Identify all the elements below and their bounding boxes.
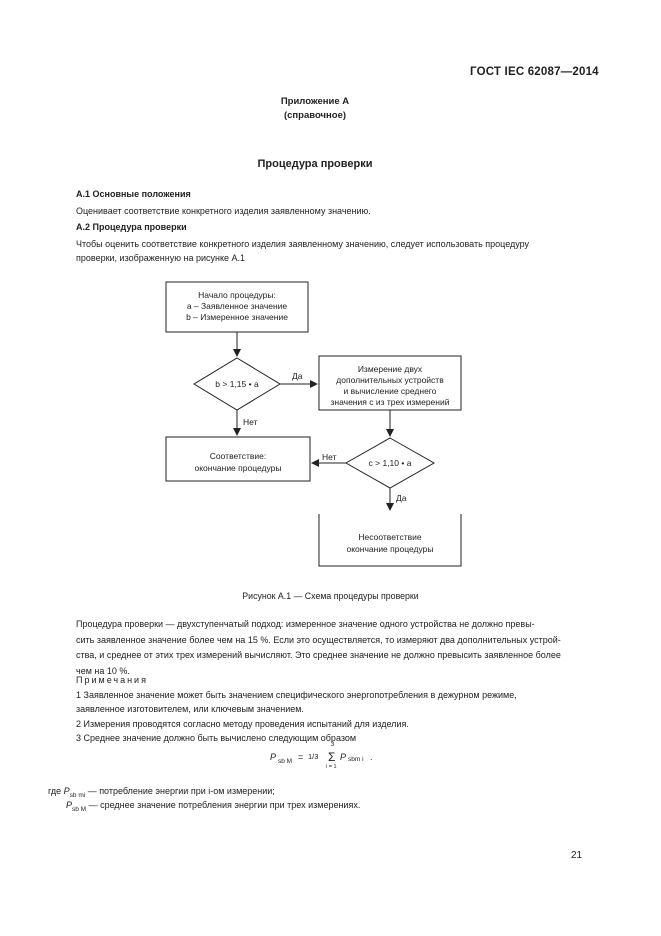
note1-line1: 1 Заявленное значение может быть значени… (76, 689, 517, 700)
where-text1: — потребление энергии при i-ом измерении… (85, 786, 275, 796)
body-line1: Процедура проверки — двухступенчатый под… (76, 619, 535, 629)
noncomply-line1: Несоответствие (358, 532, 421, 542)
formula-lhs-sub: sb M (278, 758, 293, 765)
no1-label: Нет (243, 417, 258, 427)
page-title: Процедура проверки (257, 158, 373, 170)
measure-line4: значения с из трех измерений (331, 397, 450, 407)
formula-rhs-sub: sbm i (348, 756, 364, 763)
annex-label: Приложение А (280, 96, 350, 107)
standard-number: ГОСТ IEC 62087—2014 (470, 66, 599, 78)
comply-line1: Соответствие: (210, 451, 266, 461)
yes1-label: Да (292, 371, 303, 381)
section-a2-heading: А.2 Процедура проверки (76, 222, 187, 232)
where-prefix: где (48, 786, 64, 796)
comply-line2: окончание процедуры (195, 463, 282, 473)
section-a1-text: Оценивает соответствие конкретного издел… (76, 206, 371, 216)
body-line2: сить заявленное значение более чем на 15… (76, 634, 561, 645)
start-line2: a – Заявленное значение (187, 301, 288, 311)
formula-lhs: P (270, 752, 277, 762)
noncomply-line2: окончание процедуры (347, 544, 434, 554)
where-sub1: sb mi (69, 792, 86, 799)
formula-fraction: 1/3 (308, 752, 319, 761)
where-line2: Psb M — среднее значение потребления эне… (66, 800, 606, 814)
body-line3: ства, и среднее от этих трех измерений в… (76, 650, 561, 660)
formula-sum-bottom: i = 1 (326, 764, 337, 770)
measure-line1: Измерение двух (358, 364, 423, 374)
start-line3: b – Измеренное значение (186, 312, 288, 322)
note1-line2: заявленное изготовителем, или ключевым з… (76, 704, 304, 714)
figure-caption: Рисунок А.1 — Схема процедуры проверки (242, 591, 419, 601)
where-text2: — среднее значение потребления энергии п… (86, 800, 361, 810)
noncomply-box (318, 514, 462, 567)
start-line1: Начало процедуры: (198, 290, 276, 300)
section-a2-text-line2: проверки, изображенную на рисунке А.1 (76, 253, 246, 263)
comply-box (165, 436, 311, 482)
notes-heading: Примечания (76, 675, 148, 685)
body-line4: чем на 10 %. (76, 665, 130, 676)
measure-line2: дополнительных устройств (336, 375, 444, 385)
formula-sum-sign: Σ (328, 750, 336, 764)
formula-sum-top: 3 (331, 742, 335, 748)
annex-type: (справочное) (283, 110, 347, 121)
decision1-label: b > 1,15 • a (215, 379, 259, 389)
body-paragraph: Процедура проверки — двухступенчатый под… (76, 617, 582, 679)
formula-end: . (370, 752, 373, 762)
note2: 2 Измерения проводятся согласно методу п… (76, 718, 409, 729)
formula: P sb M = 1/3 3 Σ i = 1 P sbm i . (270, 742, 390, 776)
where-sub2: sb M (72, 806, 87, 813)
where-sym2: P (66, 800, 73, 810)
section-a1-heading: А.1 Основные положения (76, 189, 191, 199)
where-line1: где Psb mi — потребление энергии при i-о… (48, 786, 608, 800)
formula-equals: = (298, 752, 304, 762)
yes2-label: Да (396, 493, 407, 503)
notes-block: Примечания 1 Заявленное значение может б… (76, 673, 582, 746)
formula-rhs: P (340, 752, 347, 762)
no2-label: Нет (322, 452, 337, 462)
page-number: 21 (571, 850, 583, 861)
decision2-label: c > 1,10 • a (369, 458, 412, 468)
measure-line3: и вычисление среднего (344, 386, 437, 396)
section-a2-text-line1: Чтобы оценить соответствие конкретного и… (76, 239, 530, 249)
note3: 3 Среднее значение должно быть вычислено… (76, 733, 357, 743)
where-sym1: P (63, 786, 70, 796)
